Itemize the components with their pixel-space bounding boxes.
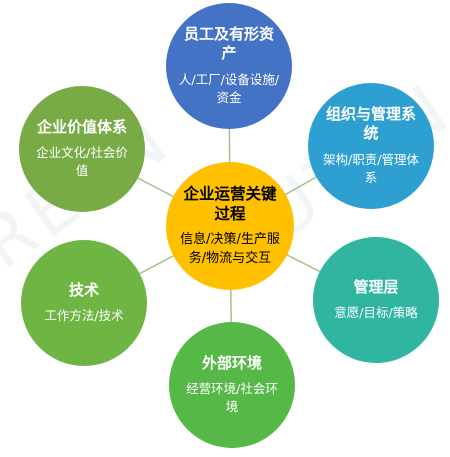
node-staff-assets: 员工及有形资产 人/工厂/设备设施/资金 [166, 3, 292, 129]
node-title: 企业价值体系 [36, 117, 127, 136]
node-management: 管理层 意愿/目标/策略 [313, 237, 439, 363]
node-center: 企业运营关键过程 信息/决策/生产服务/物流与交互 [166, 162, 294, 290]
node-subtitle: 工作方法/技术 [44, 308, 124, 324]
center-title: 企业运营关键过程 [183, 184, 277, 223]
node-title: 外部环境 [201, 353, 262, 372]
node-title: 管理层 [353, 277, 399, 296]
center-subtitle: 信息/决策/生产服务/物流与交互 [180, 231, 280, 266]
node-subtitle: 经营环境/社会环境 [186, 381, 278, 415]
node-title: 技术 [68, 280, 99, 299]
node-title: 组织与管理系统 [325, 104, 416, 143]
node-subtitle: 企业文化/社会价值 [36, 145, 128, 179]
node-title: 员工及有形资产 [183, 24, 274, 63]
node-subtitle: 架构/职责/管理体系 [323, 151, 419, 185]
node-org-system: 组织与管理系统 架构/职责/管理体系 [308, 83, 434, 209]
node-subtitle: 意愿/目标/策略 [334, 305, 418, 321]
node-external-env: 外部环境 经营环境/社会环境 [169, 322, 295, 448]
node-value-system: 企业价值体系 企业文化/社会价值 [19, 86, 145, 212]
node-technology: 技术 工作方法/技术 [21, 240, 147, 366]
node-subtitle: 人/工厂/设备设施/资金 [178, 71, 280, 105]
